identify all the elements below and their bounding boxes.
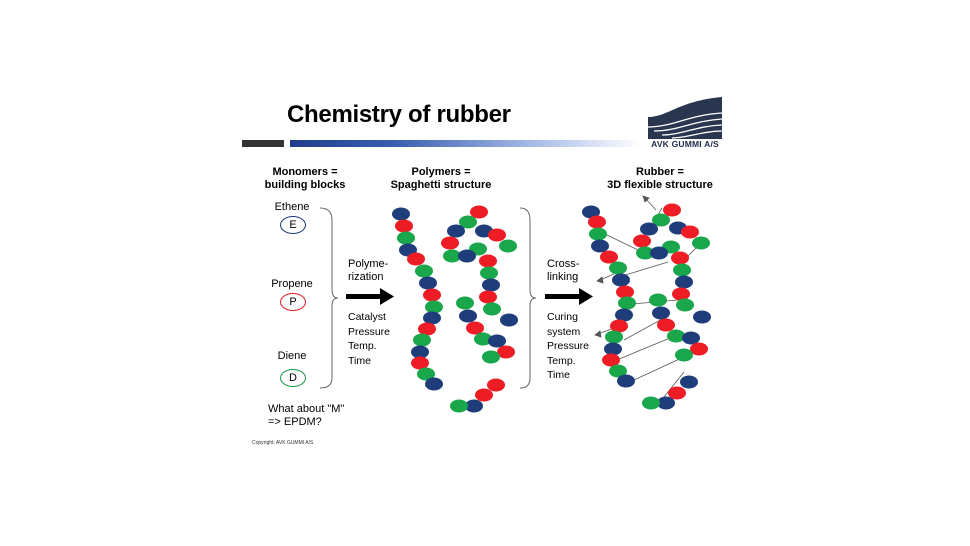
rubber-header: Rubber = 3D flexible structure (590, 166, 730, 192)
monomers-header: Monomers = building blocks (250, 166, 360, 192)
polymerization-arrow (346, 288, 394, 305)
monomer-diene-name: Diene (277, 350, 307, 362)
polymerization-label-line1: Polyme- (348, 258, 389, 270)
monomers-header-line2: building blocks (264, 179, 346, 191)
crosslinking-label: Cross- linking (547, 258, 579, 284)
rubber-header-line1: Rubber = (636, 166, 684, 178)
condition-temp-2: Temp. (547, 354, 576, 367)
condition-system: system (547, 325, 581, 338)
polymerization-label: Polyme- rization (348, 258, 388, 284)
monomer-ethene-circle: E (280, 216, 306, 234)
polymerization-conditions: Catalyst Pressure Temp. Time (348, 310, 390, 368)
polymerization-label-line2: rization (348, 271, 384, 283)
polymers-header-line1: Polymers = (411, 166, 471, 178)
monomer-diene-circle: D (280, 369, 306, 387)
condition-catalyst: Catalyst (348, 311, 386, 323)
question-text: What about "M" => EPDM? (268, 403, 344, 429)
copyright-text: Copyright: AVK GUMMI A/S (252, 440, 314, 446)
condition-pressure: Pressure (348, 325, 391, 338)
condition-time: Time (348, 354, 371, 367)
condition-time-2: Time (547, 369, 570, 382)
monomer-propene-name: Propene (271, 278, 313, 290)
crosslinking-label-line1: Cross- (547, 258, 580, 270)
crosslinking-conditions: Curing system Pressure Temp. Time (547, 310, 589, 383)
slide-title: Chemistry of rubber (287, 101, 511, 128)
monomer-propene-circle: P (280, 293, 306, 311)
condition-curing: Curing (547, 311, 578, 323)
avk-logo (648, 97, 722, 139)
question-line2: => EPDM? (268, 416, 322, 428)
logo-text: AVK GUMMI A/S (651, 139, 719, 149)
polymers-header: Polymers = Spaghetti structure (376, 166, 506, 192)
rubber-beads (582, 203, 711, 410)
title-bar-dark (242, 140, 284, 147)
monomer-ethene-name: Ethene (274, 201, 310, 213)
question-line1: What about "M" (268, 403, 345, 415)
condition-pressure-2: Pressure (547, 340, 590, 353)
title-bar-gradient (290, 140, 642, 147)
polymers-header-line2: Spaghetti structure (390, 179, 492, 191)
crosslinking-arrow (545, 288, 593, 305)
rubber-header-line2: 3D flexible structure (607, 179, 713, 191)
monomers-brace (319, 207, 339, 389)
polymer-beads (392, 205, 518, 413)
monomers-header-line1: Monomers = (272, 166, 338, 178)
crosslink-arrows (594, 195, 657, 338)
crosslinking-label-line2: linking (547, 271, 579, 283)
polymers-brace (519, 207, 537, 389)
condition-temp: Temp. (348, 340, 377, 353)
